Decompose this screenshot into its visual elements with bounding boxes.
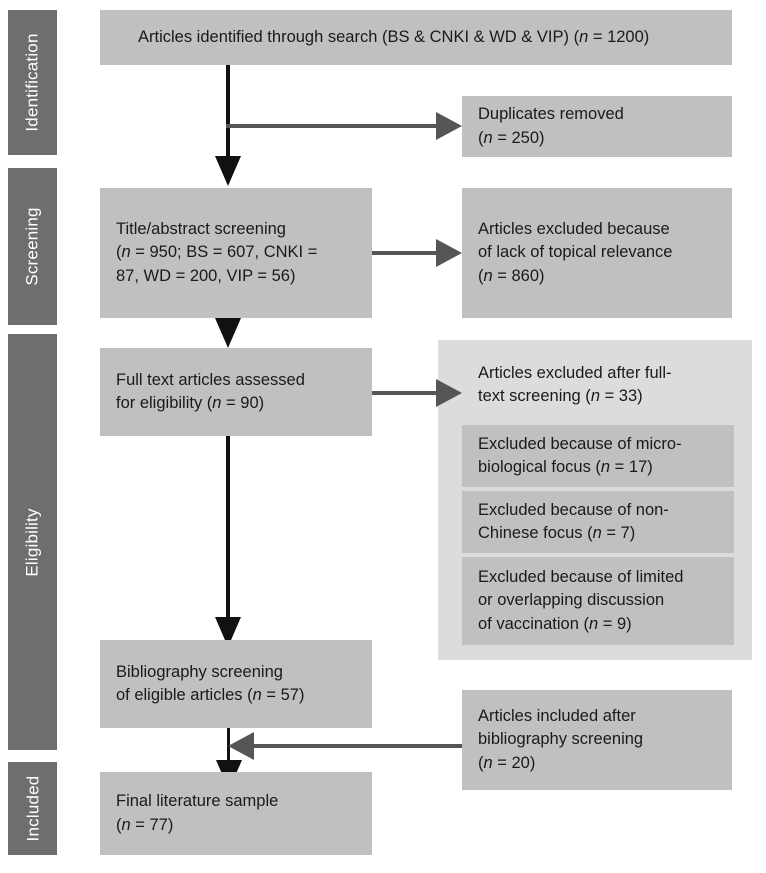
box-line: Articles identified through search (BS &… xyxy=(138,27,650,46)
stage-bar-included: Included xyxy=(8,762,57,855)
box-line: (n = 250) xyxy=(478,128,545,147)
box-included-after-bibliography: Articles included after bibliography scr… xyxy=(462,690,732,790)
connector-screening-to-excluded xyxy=(372,251,440,255)
box-excluded-microbiological: Excluded because of micro- biological fo… xyxy=(462,425,734,487)
connector-fulltext-down xyxy=(226,436,230,621)
box-excluded-after-fulltext: Articles excluded after full- text scree… xyxy=(462,352,734,418)
box-duplicates-removed: Duplicates removed (n = 250) xyxy=(462,96,732,157)
box-line: of lack of topical relevance xyxy=(478,243,673,262)
box-bibliography-screening: Bibliography screening of eligible artic… xyxy=(100,640,372,728)
connector-identified-to-duplicates xyxy=(226,124,440,128)
box-articles-identified: Articles identified through search (BS &… xyxy=(100,10,732,65)
box-line: of eligible articles (n = 57) xyxy=(116,686,305,704)
box-line: Articles included after xyxy=(478,706,636,725)
box-line: Full text articles assessed xyxy=(116,370,305,389)
box-excluded-limited-overlapping: Excluded because of limited or overlappi… xyxy=(462,557,734,645)
box-line: Excluded because of limited xyxy=(478,567,684,586)
box-line: or overlapping discussion xyxy=(478,591,665,610)
connector-included-to-final xyxy=(250,744,464,748)
connector-identified-down xyxy=(226,65,230,160)
box-line: Articles excluded because xyxy=(478,219,670,238)
box-line: of vaccination (n = 9) xyxy=(478,614,632,633)
box-excluded-topical-relevance: Articles excluded because of lack of top… xyxy=(462,188,732,318)
box-line: (n = 950; BS = 607, CNKI = xyxy=(116,243,318,262)
box-line: (n = 77) xyxy=(116,815,174,834)
box-line: Duplicates removed xyxy=(478,105,624,124)
arrowhead-to-excluded-topical xyxy=(436,239,462,267)
arrowhead-to-duplicates xyxy=(436,112,462,140)
box-excluded-non-chinese: Excluded because of non- Chinese focus (… xyxy=(462,491,734,553)
box-title-abstract-screening: Title/abstract screening (n = 950; BS = … xyxy=(100,188,372,318)
box-line: biological focus (n = 17) xyxy=(478,458,653,476)
box-line: Excluded because of micro- xyxy=(478,434,682,453)
box-line: bibliography screening xyxy=(478,730,644,749)
stage-bar-eligibility: Eligibility xyxy=(8,334,57,750)
box-line: Final literature sample xyxy=(116,792,279,811)
stage-label-eligibility: Eligibility xyxy=(23,507,42,577)
box-final-literature-sample: Final literature sample (n = 77) xyxy=(100,772,372,855)
box-line: Chinese focus (n = 7) xyxy=(478,524,636,542)
box-line: Bibliography screening xyxy=(116,662,283,681)
arrowhead-to-fulltext-exclusions xyxy=(436,379,462,407)
box-line: 87, WD = 200, VIP = 56) xyxy=(116,266,296,285)
stage-bar-screening: Screening xyxy=(8,168,57,325)
box-line: (n = 860) xyxy=(478,266,545,285)
box-line: for eligibility (n = 90) xyxy=(116,394,265,412)
connector-fulltext-to-exclusions xyxy=(372,391,440,395)
stage-bar-identification: Identification xyxy=(8,10,57,155)
box-line: Articles excluded after full- xyxy=(478,363,672,382)
arrowhead-to-title-abstract xyxy=(215,156,241,186)
box-line: text screening (n = 33) xyxy=(478,387,643,405)
stage-label-identification: Identification xyxy=(23,33,43,132)
stage-label-screening: Screening xyxy=(23,207,43,286)
arrowhead-to-full-text xyxy=(215,318,241,348)
box-line: Title/abstract screening xyxy=(116,219,286,238)
stage-label-included: Included xyxy=(23,775,42,842)
box-line: (n = 20) xyxy=(478,753,536,772)
box-full-text-assessed: Full text articles assessed for eligibil… xyxy=(100,348,372,436)
arrowhead-into-final-trunk xyxy=(228,732,254,760)
box-line: Excluded because of non- xyxy=(478,500,669,519)
